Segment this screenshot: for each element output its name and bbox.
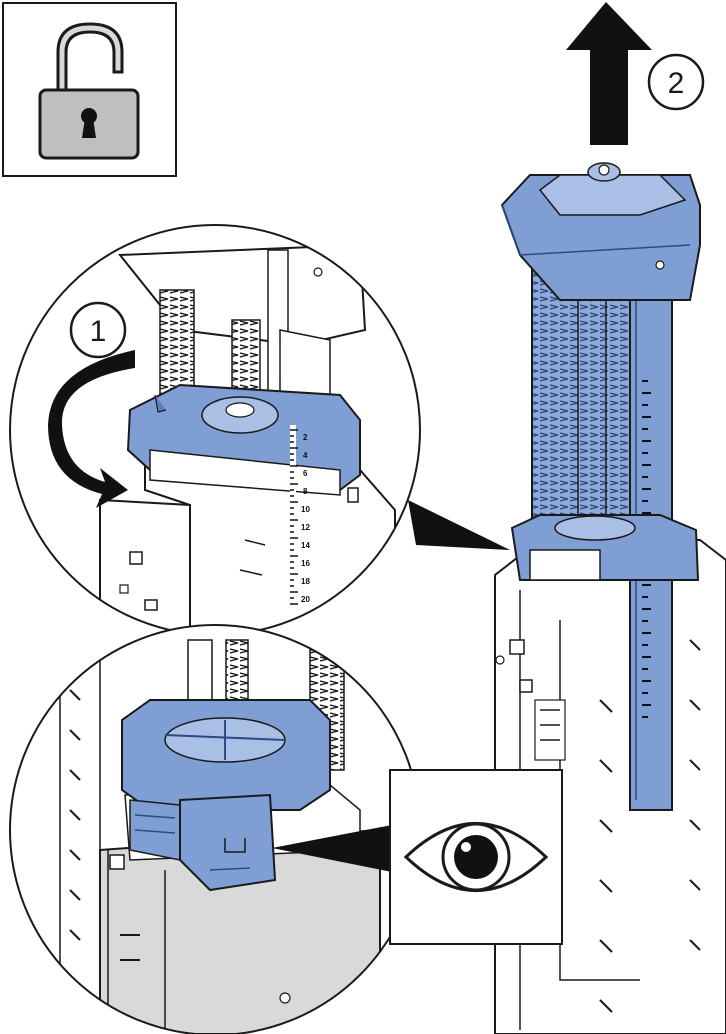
lift-arrow-group: 2 bbox=[566, 2, 705, 145]
up-arrow-icon bbox=[566, 2, 652, 145]
scale-mark-12: 12 bbox=[301, 523, 310, 532]
inspect-icon-panel bbox=[389, 769, 563, 945]
step-1-badge bbox=[69, 301, 127, 359]
step-1-label: 1 bbox=[90, 315, 107, 348]
scale-mark-16: 16 bbox=[301, 559, 310, 568]
scale-ruler: 2 4 6 8 10 12 14 16 18 20 bbox=[290, 425, 310, 605]
step-2-badge bbox=[647, 53, 705, 111]
scale-mark-14: 14 bbox=[301, 541, 310, 550]
curved-arrow-icon bbox=[48, 350, 135, 508]
detail-circle-inspect bbox=[9, 624, 421, 1034]
scale-mark-10: 10 bbox=[301, 505, 310, 514]
scale-mark-6: 6 bbox=[303, 469, 308, 478]
scale-mark-4: 4 bbox=[303, 451, 308, 460]
step-2-label: 2 bbox=[668, 67, 685, 100]
eye-icon bbox=[403, 822, 549, 892]
detail-circle-rotate: 2 4 6 8 10 12 14 16 18 20 bbox=[9, 224, 421, 636]
unlock-icon-panel bbox=[2, 2, 177, 177]
unlock-padlock-icon bbox=[38, 22, 140, 160]
scale-mark-8: 8 bbox=[303, 487, 308, 496]
scale-mark-20: 20 bbox=[301, 595, 310, 604]
scale-mark-18: 18 bbox=[301, 577, 310, 586]
detail-pointer-eye bbox=[272, 825, 392, 872]
scale-mark-2: 2 bbox=[303, 433, 308, 442]
detail-pointer-top bbox=[408, 500, 510, 550]
